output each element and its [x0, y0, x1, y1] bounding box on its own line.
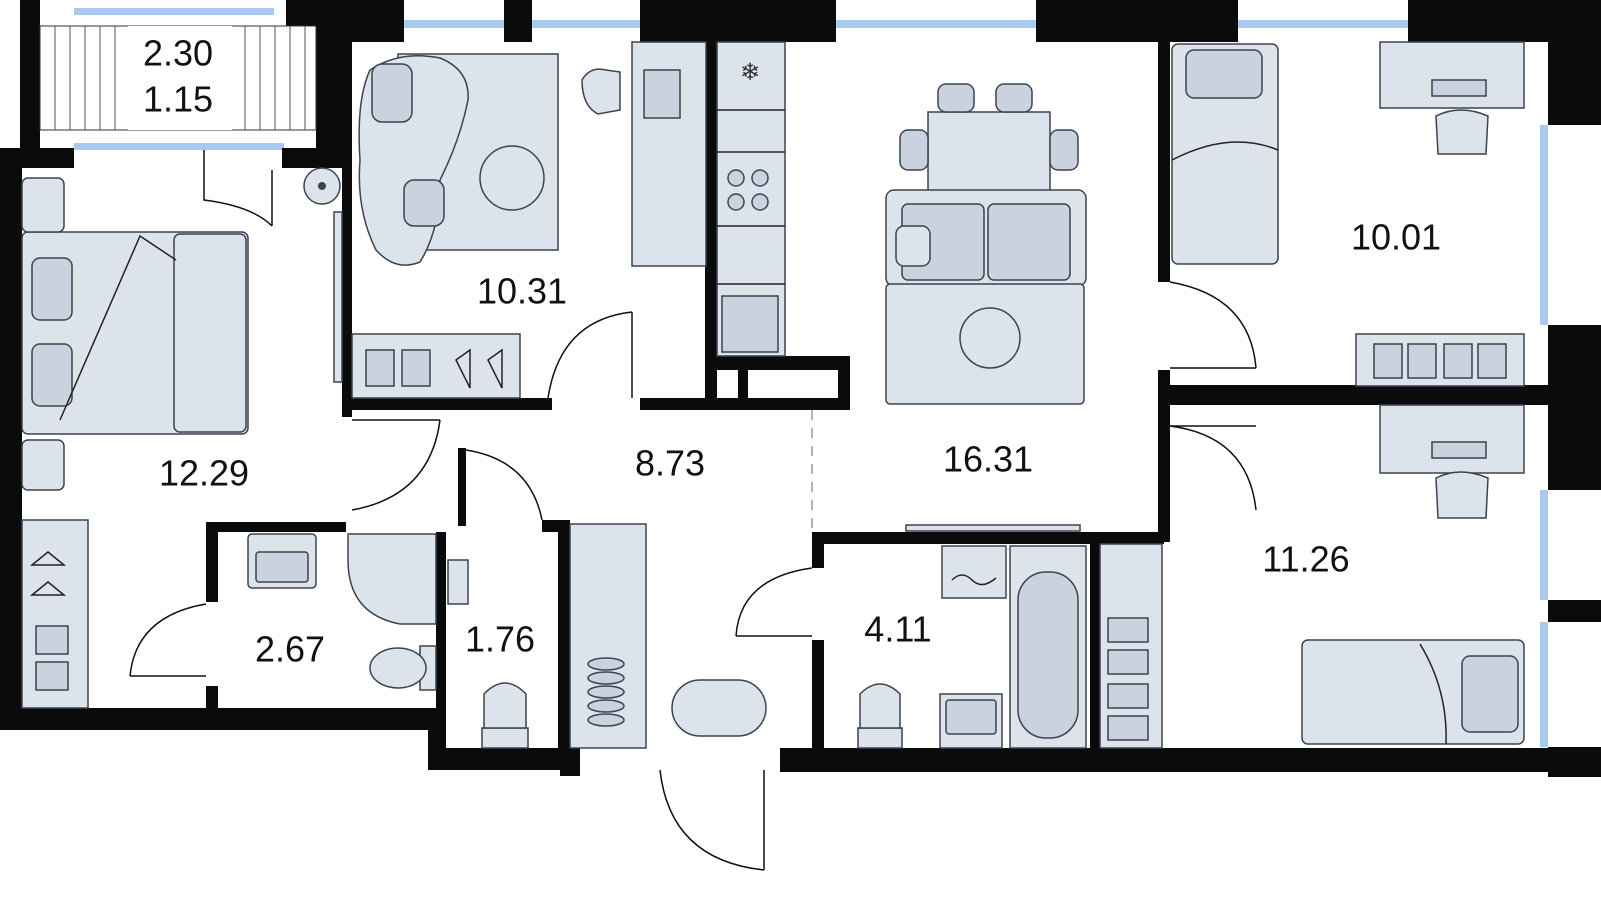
kitchen-unit: ❄	[716, 41, 786, 357]
shower	[347, 533, 437, 625]
area-label-bedroom-bottom-right: 11.26	[1262, 539, 1349, 580]
area-label-bedroom-top-right: 10.01	[1351, 217, 1441, 258]
bathtub	[1009, 545, 1087, 749]
windows	[74, 8, 1548, 747]
desk-top-right	[1379, 41, 1525, 155]
mirror	[333, 211, 343, 383]
area-label-bathroom-main: 4.11	[864, 609, 931, 650]
area-label-wc: 1.76	[465, 619, 535, 660]
area-label-living-small: 10.31	[477, 271, 567, 312]
double-bed-left	[21, 177, 249, 491]
sofa-living	[885, 189, 1087, 405]
area-label-balcony-depth: 1.15	[143, 79, 213, 120]
water-heater	[447, 559, 469, 605]
wardrobe-top-right	[1355, 333, 1525, 387]
robot-vacuum	[303, 167, 341, 205]
door-swings	[129, 150, 1257, 871]
wardrobe-bottom-right	[1099, 543, 1163, 749]
sink-2-67	[247, 533, 317, 589]
single-bed-top-right	[1171, 43, 1279, 265]
sofa-corner	[358, 53, 559, 266]
desk-10-31	[581, 41, 707, 267]
balcony	[39, 25, 317, 131]
area-label-hall: 8.73	[635, 443, 705, 484]
hall-wardrobe	[569, 523, 647, 749]
area-label-bedroom-left: 12.29	[159, 453, 249, 494]
area-label-balcony-width: 2.30	[143, 33, 213, 74]
wardrobe-left	[21, 519, 89, 709]
dining-table	[899, 83, 1079, 193]
walls	[0, 0, 1601, 777]
area-label-kitchen-living: 16.31	[943, 439, 1033, 480]
toilet-2-67	[369, 645, 437, 691]
wardrobe-10-31	[351, 333, 521, 399]
washing-machine	[941, 545, 1007, 599]
toilet-4-11	[857, 683, 903, 749]
toilet-wc	[481, 682, 529, 749]
sink-4-11	[939, 693, 1003, 749]
area-label-bathroom-small: 2.67	[255, 629, 325, 670]
desk-bottom-right	[1379, 404, 1525, 519]
entrance-rug	[671, 679, 767, 737]
tv-stand	[905, 524, 1081, 532]
single-bed-bottom-right	[1301, 639, 1525, 745]
svg-text:❄: ❄	[740, 58, 760, 86]
